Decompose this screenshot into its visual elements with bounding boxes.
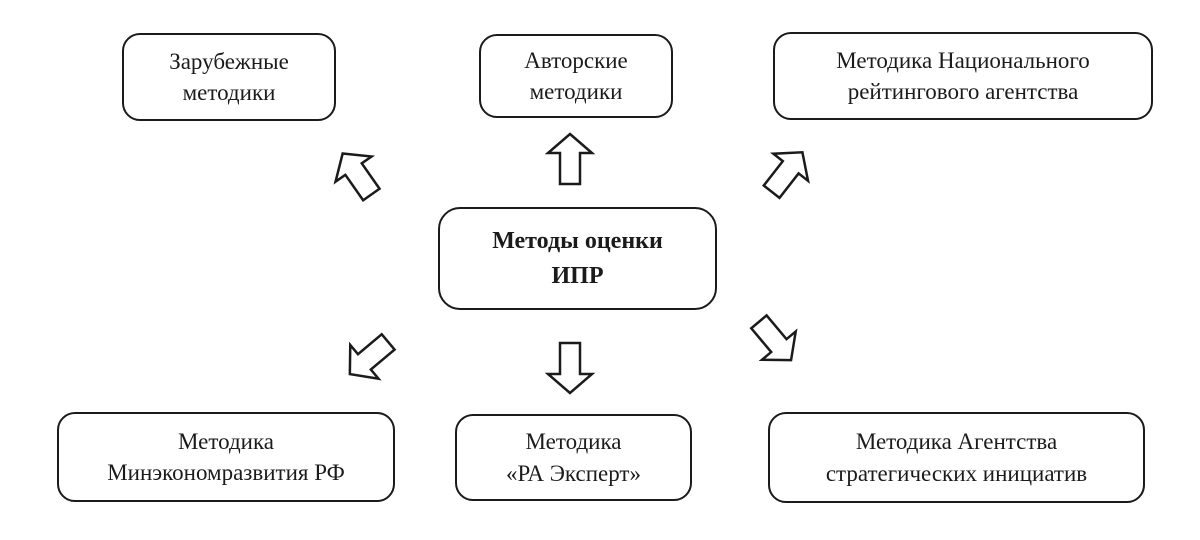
node-national-rating-agency: Методика Национального рейтингового аген… (773, 32, 1153, 120)
node-label-line: ИПР (551, 262, 604, 289)
node-asi: Методика Агентства стратегических инициа… (768, 412, 1145, 503)
block-arrow-down-icon (544, 341, 596, 395)
node-author-methods: Авторские методики (479, 34, 673, 118)
node-label-line: методики (529, 79, 623, 104)
node-label-line: стратегических инициатив (825, 460, 1088, 486)
node-ipr-evaluation-methods: Методы оценки ИПР (438, 207, 717, 310)
node-label-line: Методика Национального (836, 47, 1090, 73)
block-arrow-up-icon (544, 132, 596, 186)
node-label-line: Зарубежные (169, 48, 289, 74)
node-label-line: Минэкономразвития РФ (107, 460, 345, 485)
node-label-line: Методика (525, 429, 622, 455)
node-label-line: Методика Агентства (855, 429, 1058, 455)
block-arrow-up-left-icon (333, 152, 382, 202)
node-label-line: методики (182, 80, 276, 105)
node-label-line: рейтингового агентства (847, 79, 1079, 104)
node-label-line: Авторские (524, 47, 628, 73)
node-label-line: «РА Эксперт» (506, 460, 641, 486)
block-arrow-up-right-icon (761, 150, 810, 200)
node-label-line: Методика (178, 428, 274, 454)
node-foreign-methods: Зарубежные методики (122, 33, 336, 121)
node-minec-rf: Методика Минэкономразвития РФ (57, 412, 395, 502)
node-ra-expert: Методика «РА Эксперт» (455, 414, 692, 501)
block-arrow-down-right-icon (749, 313, 798, 362)
node-label-line: Методы оценки (492, 227, 663, 254)
block-arrow-down-left-icon (348, 332, 397, 381)
